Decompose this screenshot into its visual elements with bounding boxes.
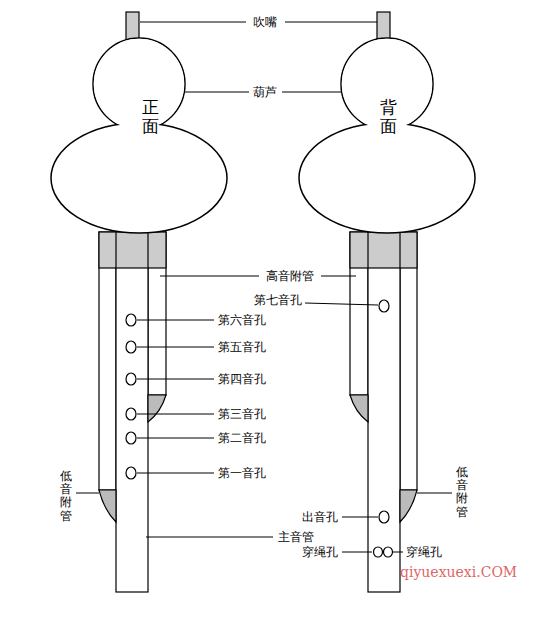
part-label: 第二音孔 [218, 431, 266, 445]
tone-hole [126, 300, 393, 557]
part-label: 出音孔 [302, 510, 338, 524]
low-pipe [400, 232, 417, 490]
view-label: 背面 [380, 98, 397, 135]
part-label: 葫芦 [253, 85, 277, 99]
part-label: 低音附管 [60, 470, 72, 523]
pipe-tip [148, 395, 166, 422]
gourd-outline [48, 36, 230, 236]
pipe-band [99, 232, 166, 268]
main-pipe [368, 232, 400, 592]
part-label: 吹嘴 [253, 15, 277, 29]
part-label: 低音附管 [456, 466, 468, 519]
part-label: 第七音孔 [254, 293, 302, 307]
leader-line [76, 22, 452, 552]
part-label: 穿绳孔 [406, 545, 442, 559]
part-label: 第四音孔 [218, 372, 266, 386]
pipe-tip [350, 395, 368, 422]
gourd-outline [296, 36, 478, 236]
mouthpiece [377, 12, 390, 40]
part-label: 高音附管 [266, 269, 314, 283]
pipe-tip [99, 490, 116, 522]
gourd: 正面 [48, 36, 230, 236]
low-pipe [99, 232, 116, 490]
part-label: 第六音孔 [218, 313, 266, 327]
view-label: 正面 [142, 98, 159, 135]
part-label: 第三音孔 [218, 407, 266, 421]
part-label: 穿绳孔 [302, 545, 338, 559]
part-label: 第五音孔 [218, 340, 266, 354]
pipe-tip [400, 490, 417, 522]
part-label: 主音管 [278, 530, 314, 544]
mouthpiece [126, 12, 139, 40]
gourd: 背面 [296, 36, 478, 236]
pipe-band [350, 232, 417, 268]
watermark: qiyuexuexi.COM [400, 564, 517, 581]
part-label: 第一音孔 [218, 466, 266, 480]
main-pipe [116, 232, 148, 592]
